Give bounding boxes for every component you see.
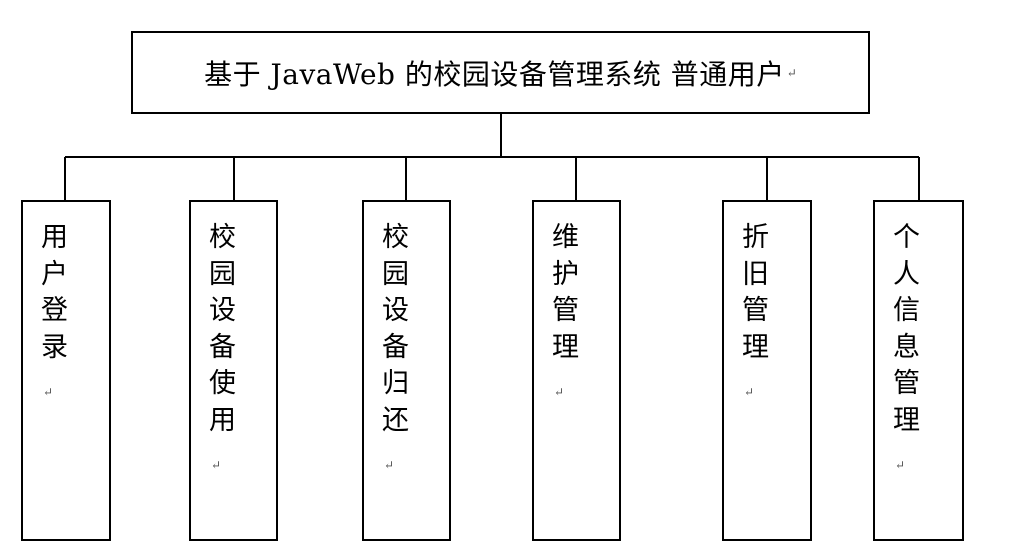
module-label: 维护管理↵ xyxy=(552,222,579,399)
module-user-login: 用户登录↵ xyxy=(21,200,111,541)
paragraph-mark-icon: ↵ xyxy=(384,458,395,472)
module-depreciation-management: 折旧管理↵ xyxy=(722,200,812,541)
module-label: 折旧管理↵ xyxy=(742,222,769,399)
module-label: 个人信息管理↵ xyxy=(893,222,920,472)
paragraph-mark-icon: ↵ xyxy=(786,65,797,80)
paragraph-mark-icon: ↵ xyxy=(895,458,906,472)
paragraph-mark-icon: ↵ xyxy=(744,385,755,399)
paragraph-mark-icon: ↵ xyxy=(554,385,565,399)
module-equipment-return: 校园设备归还↵ xyxy=(362,200,451,541)
root-node: 基于 JavaWeb 的校园设备管理系统 普通用户↵ xyxy=(131,31,870,114)
module-personal-info-management: 个人信息管理↵ xyxy=(873,200,964,541)
module-maintenance-management: 维护管理↵ xyxy=(532,200,621,541)
module-equipment-use: 校园设备使用↵ xyxy=(189,200,278,541)
paragraph-mark-icon: ↵ xyxy=(211,458,222,472)
module-label: 校园设备使用↵ xyxy=(209,222,236,472)
root-title: 基于 JavaWeb 的校园设备管理系统 普通用户 xyxy=(204,57,785,91)
module-label: 校园设备归还↵ xyxy=(382,222,409,472)
paragraph-mark-icon: ↵ xyxy=(43,385,54,399)
module-label: 用户登录↵ xyxy=(41,222,68,399)
